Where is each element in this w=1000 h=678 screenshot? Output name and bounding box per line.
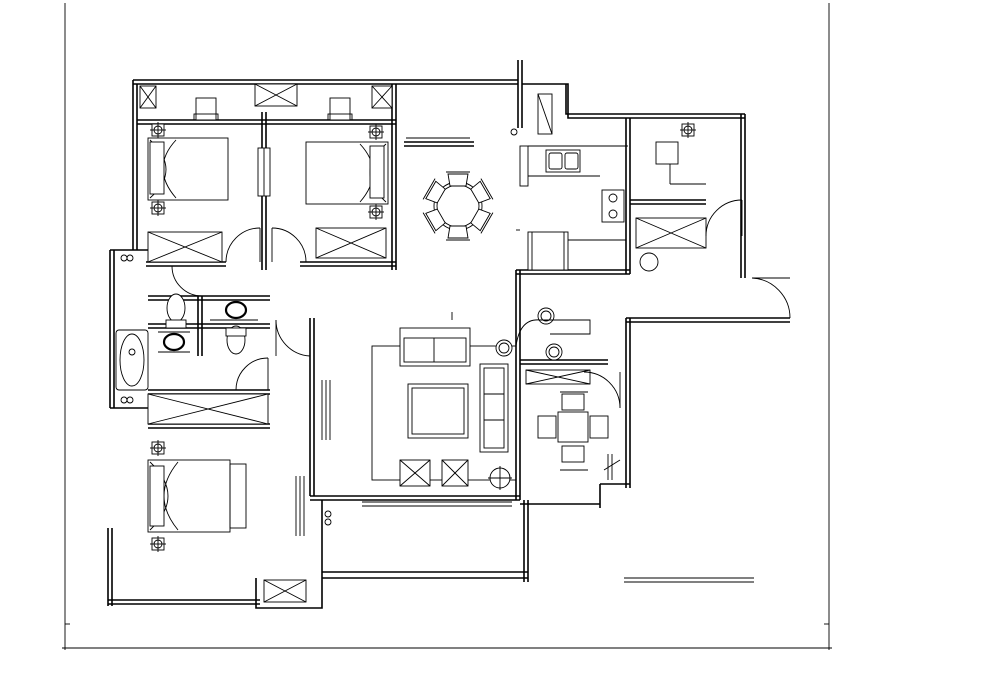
misc-fixtures — [257, 145, 529, 526]
exterior-walls — [107, 60, 790, 609]
windows — [139, 83, 754, 603]
round-dining-set — [422, 171, 494, 241]
doors — [171, 199, 791, 480]
nightstands — [150, 122, 696, 552]
bathroom-fixtures — [115, 254, 258, 404]
drawing-frame — [62, 3, 832, 650]
desk-chairs — [193, 97, 706, 185]
wardrobes — [147, 217, 707, 425]
square-table-set — [537, 391, 609, 471]
beds — [147, 137, 389, 533]
kitchen-fixtures — [510, 128, 659, 272]
living-room-set — [371, 307, 591, 490]
